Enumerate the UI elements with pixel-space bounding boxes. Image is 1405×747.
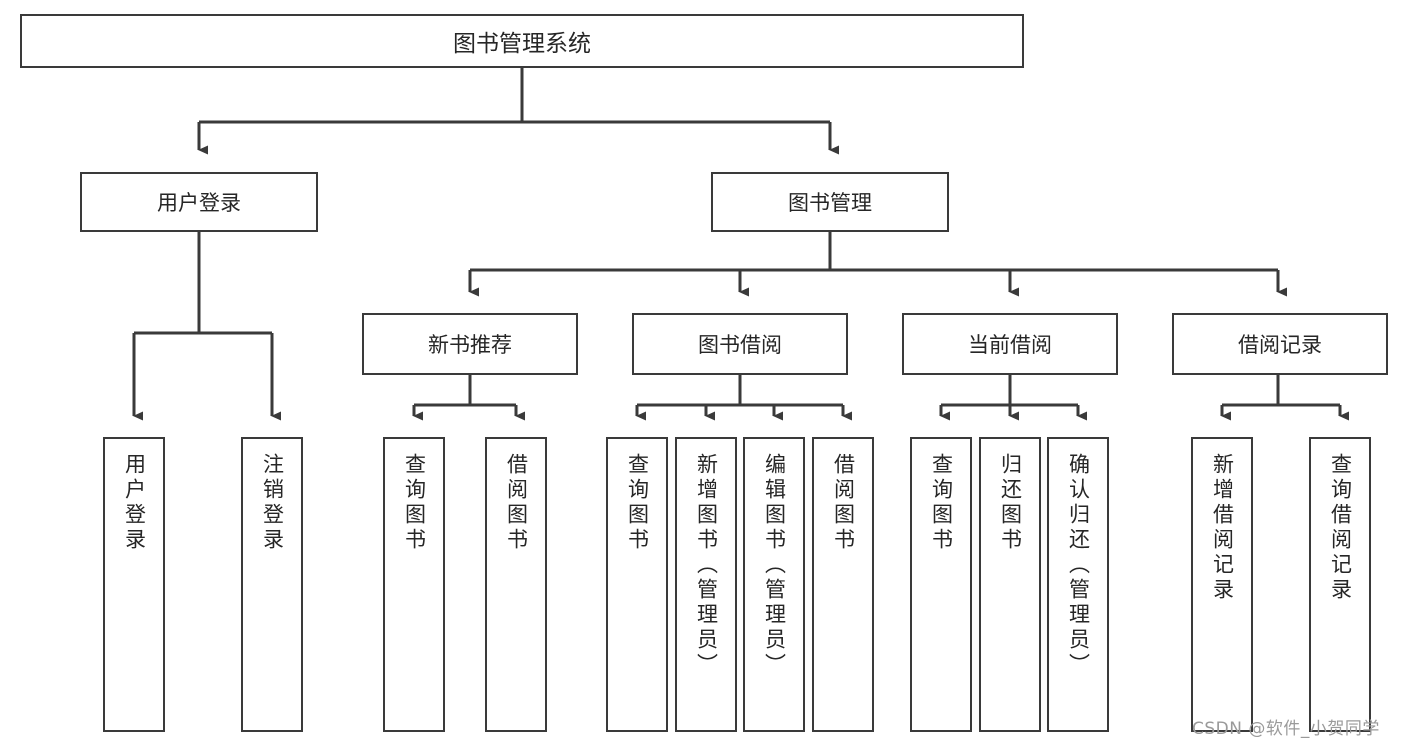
node-leaf-query-book-3[interactable]: 查询图书 bbox=[910, 437, 972, 732]
node-leaf-user-login-label: 用户登录 bbox=[122, 453, 147, 553]
node-leaf-query-book-1-label: 查询图书 bbox=[402, 453, 427, 553]
node-leaf-confirm-return[interactable]: 确认归还（管理员） bbox=[1047, 437, 1109, 732]
node-book-borrow[interactable]: 图书借阅 bbox=[632, 313, 848, 375]
node-leaf-return-book-label: 归还图书 bbox=[998, 453, 1023, 553]
node-root-label: 图书管理系统 bbox=[453, 31, 591, 57]
node-leaf-query-record[interactable]: 查询借阅记录 bbox=[1309, 437, 1371, 732]
node-borrow-record[interactable]: 借阅记录 bbox=[1172, 313, 1388, 375]
node-leaf-add-record[interactable]: 新增借阅记录 bbox=[1191, 437, 1253, 732]
node-leaf-query-book-3-label: 查询图书 bbox=[929, 453, 954, 553]
csdn-watermark: CSDN @软件_小贺同学 bbox=[1192, 719, 1380, 739]
node-leaf-user-logout[interactable]: 注销登录 bbox=[241, 437, 303, 732]
node-current-borrow-label: 当前借阅 bbox=[968, 333, 1052, 357]
node-root[interactable]: 图书管理系统 bbox=[20, 14, 1024, 68]
node-book-management[interactable]: 图书管理 bbox=[711, 172, 949, 232]
node-user-login-label: 用户登录 bbox=[157, 191, 241, 215]
node-book-borrow-label: 图书借阅 bbox=[698, 333, 782, 357]
node-leaf-edit-book-label: 编辑图书（管理员） bbox=[762, 453, 787, 678]
node-leaf-user-logout-label: 注销登录 bbox=[260, 453, 285, 553]
node-leaf-return-book[interactable]: 归还图书 bbox=[979, 437, 1041, 732]
node-leaf-query-record-label: 查询借阅记录 bbox=[1328, 453, 1353, 603]
node-leaf-borrow-book-1[interactable]: 借阅图书 bbox=[485, 437, 547, 732]
node-current-borrow[interactable]: 当前借阅 bbox=[902, 313, 1118, 375]
node-book-management-label: 图书管理 bbox=[788, 191, 872, 215]
node-leaf-edit-book[interactable]: 编辑图书（管理员） bbox=[743, 437, 805, 732]
node-leaf-query-book-1[interactable]: 查询图书 bbox=[383, 437, 445, 732]
node-leaf-borrow-book-1-label: 借阅图书 bbox=[504, 453, 529, 553]
node-new-book-recommend[interactable]: 新书推荐 bbox=[362, 313, 578, 375]
node-leaf-query-book-2-label: 查询图书 bbox=[625, 453, 650, 553]
node-leaf-add-record-label: 新增借阅记录 bbox=[1210, 453, 1235, 603]
node-leaf-add-book[interactable]: 新增图书（管理员） bbox=[675, 437, 737, 732]
node-new-book-recommend-label: 新书推荐 bbox=[428, 333, 512, 357]
node-leaf-borrow-book-2-label: 借阅图书 bbox=[831, 453, 856, 553]
node-leaf-query-book-2[interactable]: 查询图书 bbox=[606, 437, 668, 732]
node-leaf-confirm-return-label: 确认归还（管理员） bbox=[1066, 453, 1091, 678]
node-user-login[interactable]: 用户登录 bbox=[80, 172, 318, 232]
node-borrow-record-label: 借阅记录 bbox=[1238, 333, 1322, 357]
node-leaf-user-login[interactable]: 用户登录 bbox=[103, 437, 165, 732]
node-leaf-borrow-book-2[interactable]: 借阅图书 bbox=[812, 437, 874, 732]
node-leaf-add-book-label: 新增图书（管理员） bbox=[694, 453, 719, 678]
